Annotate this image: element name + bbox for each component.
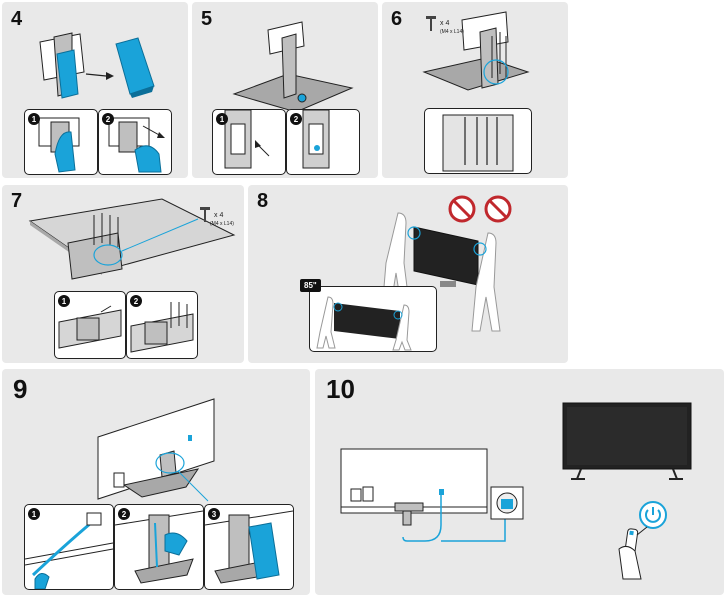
step-9-panel: 9 1 2 [2, 369, 310, 595]
step-6-detail [424, 108, 532, 174]
step-9-sub-3: 3 [204, 504, 294, 590]
step-4-panel: 4 1 2 [2, 2, 188, 178]
screen-size-label: 85" [300, 279, 321, 292]
screw-stand-illustration [422, 11, 530, 91]
step-5-panel: 5 1 2 [192, 2, 378, 178]
step-4-sub-2: 2 [98, 109, 172, 175]
sub-step-badge: 2 [290, 113, 302, 125]
screw-quantity: x 4 [214, 212, 224, 219]
no-lifting-by-screen-icon [448, 195, 476, 223]
stand-neck-cover-illustration [39, 32, 155, 99]
step-number: 9 [13, 374, 28, 404]
step-number: 6 [391, 8, 403, 30]
sub-step-badge: 2 [130, 295, 142, 307]
step-7-sub-2: 2 [126, 291, 198, 359]
power-button-icon [639, 501, 667, 529]
step-6-panel: 6 x 4 (M4 x L14) [382, 2, 568, 178]
step-number: 8 [257, 190, 269, 212]
step-4-sub-1: 1 [24, 109, 98, 175]
sub-step-badge: 1 [28, 508, 40, 520]
no-pressing-screen-icon [484, 195, 512, 223]
screw-spec: (M4 x L14) [440, 29, 464, 35]
step-9-sub-2: 2 [114, 504, 204, 590]
stand-base-illustration [232, 21, 354, 113]
step-number: 4 [11, 8, 23, 30]
step-5-sub-2: 2 [286, 109, 360, 175]
tv-back-stand-illustration [28, 198, 236, 280]
step-number: 10 [326, 374, 355, 404]
step-number: 7 [11, 190, 23, 212]
power-connection-illustration [340, 402, 692, 580]
step-7-panel: 7 x 4 (M4 x L14) 1 2 [2, 185, 244, 363]
tv-cable-routing-illustration [97, 398, 215, 502]
step-7-sub-1: 1 [54, 291, 126, 359]
step-8-85-inch-inset [309, 286, 437, 352]
screw-icon [426, 16, 436, 31]
wall-outlet-icon [490, 486, 524, 520]
screw-icon [200, 207, 210, 222]
sub-step-badge: 1 [58, 295, 70, 307]
step-9-sub-1: 1 [24, 504, 114, 590]
step-number: 5 [201, 8, 213, 30]
sub-step-badge: 1 [28, 113, 40, 125]
sub-step-badge: 3 [208, 508, 220, 520]
sub-step-badge: 2 [118, 508, 130, 520]
sub-step-badge: 1 [216, 113, 228, 125]
step-10-panel: 10 [315, 369, 724, 595]
step-5-sub-1: 1 [212, 109, 286, 175]
screw-spec: (M4 x L14) [210, 221, 234, 227]
step-8-panel: 8 85" [248, 185, 568, 363]
screw-quantity: x 4 [440, 20, 450, 27]
sub-step-badge: 2 [102, 113, 114, 125]
